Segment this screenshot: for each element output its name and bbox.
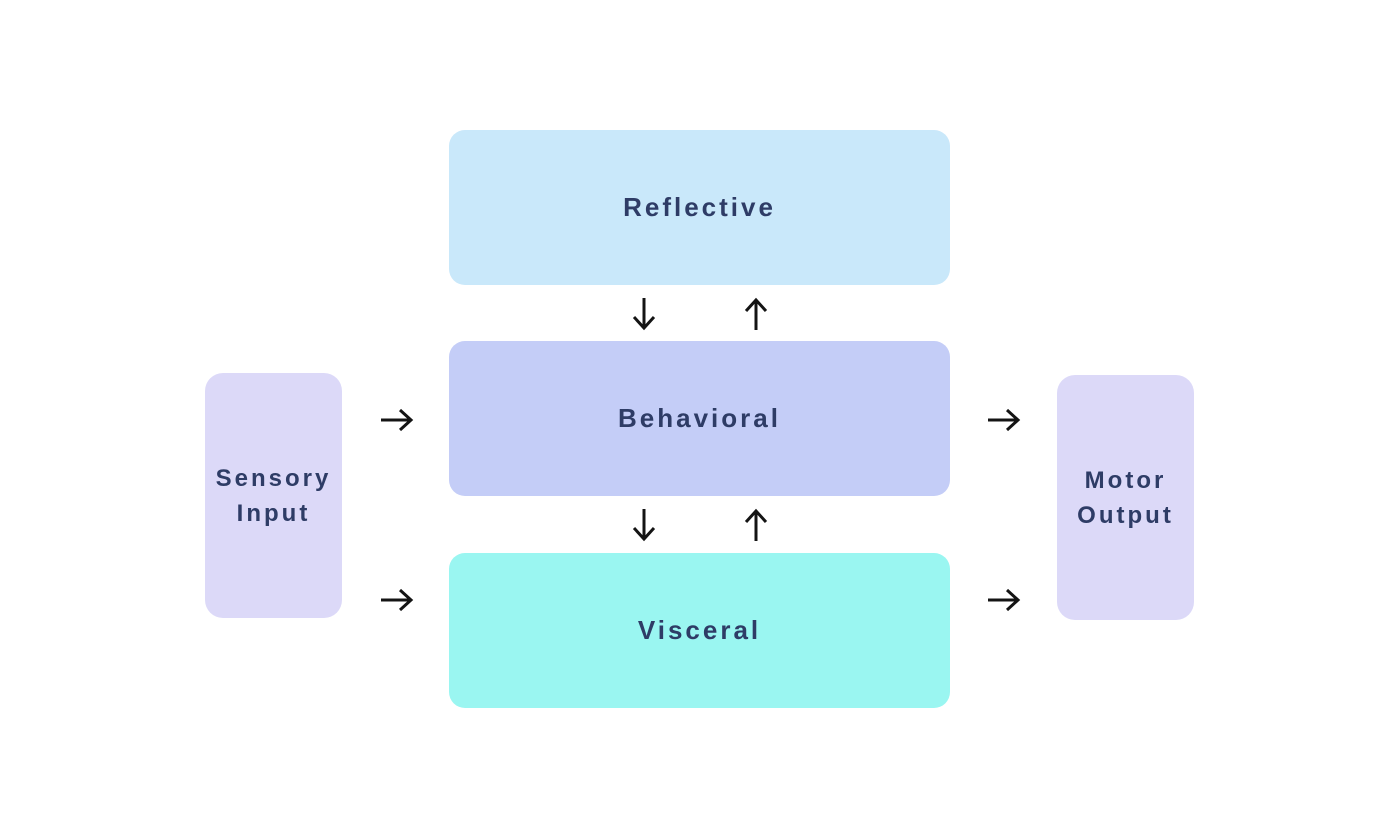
node-behavioral: Behavioral: [449, 341, 950, 496]
node-visceral: Visceral: [449, 553, 950, 708]
arrow-right-icon: [986, 408, 1022, 432]
arrow-down-icon: [632, 296, 656, 332]
node-motor-output-label-line1: Motor: [1084, 466, 1167, 494]
arrow-right-icon: [379, 408, 415, 432]
arrow-right-icon: [379, 588, 415, 612]
node-behavioral-label: Behavioral: [618, 403, 781, 433]
node-sensory-input-label-line1: Sensory: [215, 464, 332, 492]
arrow-right-icon: [986, 588, 1022, 612]
node-sensory-input: Sensory Input: [205, 373, 342, 618]
arrow-up-icon: [744, 507, 768, 543]
node-reflective-label: Reflective: [623, 192, 776, 222]
node-sensory-input-label-line2: Input: [236, 499, 311, 527]
node-motor-output: Motor Output: [1057, 375, 1194, 620]
node-visceral-label: Visceral: [637, 615, 762, 645]
node-motor-output-label-line2: Output: [1077, 501, 1174, 529]
arrow-down-icon: [632, 507, 656, 543]
arrow-up-icon: [744, 296, 768, 332]
node-reflective: Reflective: [449, 130, 950, 285]
